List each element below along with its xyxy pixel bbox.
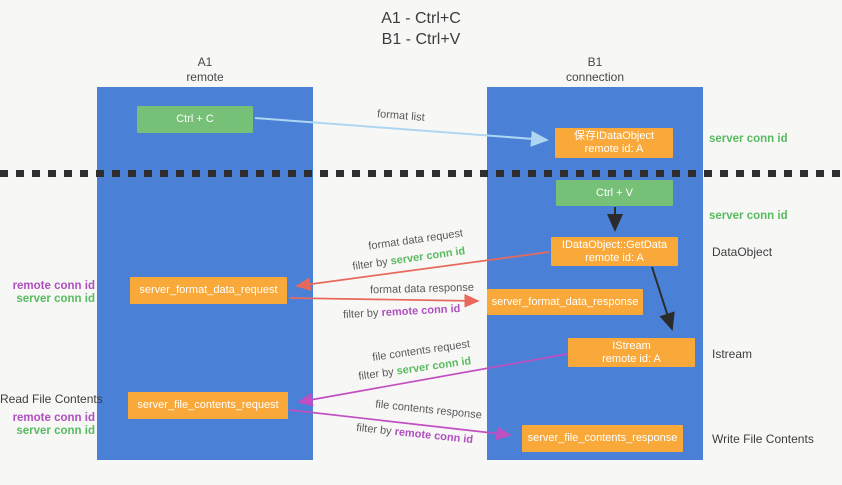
- arrow-file-contents-request: [297, 353, 568, 407]
- annotation-dataobject: DataObject: [712, 245, 772, 259]
- title-line-2: B1 - Ctrl+V: [381, 31, 461, 48]
- column-header-a1: A1 remote: [145, 55, 265, 85]
- node-server-format-data-request: server_format_data_request: [130, 277, 287, 304]
- node-getdata-line2: remote id: A: [585, 251, 644, 264]
- node-ctrl-c-label: Ctrl + C: [176, 113, 214, 125]
- node-save-idataobject-line1: 保存IDataObject: [573, 130, 655, 142]
- node-file-response-label: server_file_contents_response: [527, 432, 678, 444]
- annotation-text: remote conn id: [12, 412, 95, 424]
- diagram-title: A1 - Ctrl+C B1 - Ctrl+V: [0, 8, 842, 50]
- column-b1-name: B1: [587, 55, 603, 69]
- node-format-request-label: server_format_data_request: [139, 284, 278, 296]
- filter-prefix: filter by: [342, 307, 379, 322]
- annotation-text: Read File Contents: [0, 392, 103, 406]
- node-format-response-label: server_format_data_response: [491, 295, 639, 308]
- node-save-idataobject-line2: remote id: A: [584, 143, 644, 155]
- node-istream-line2: remote id: A: [602, 352, 661, 365]
- annotation-write-file-contents: Write File Contents: [712, 432, 814, 446]
- column-a1-subtitle: remote: [186, 70, 224, 84]
- annotation-istream: Istream: [712, 347, 752, 361]
- node-save-idataobject: 保存IDataObject remote id: A: [555, 128, 673, 158]
- title-line-1: A1 - Ctrl+C: [381, 10, 461, 27]
- node-idataobject-getdata: IDataObject::GetData remote id: A: [551, 237, 678, 266]
- node-ctrl-v: Ctrl + V: [556, 180, 673, 206]
- node-istream-line1: IStream: [612, 339, 651, 352]
- annotation-remote-conn-id-1: remote conn id: [0, 280, 95, 292]
- column-header-b1: B1 connection: [535, 55, 655, 85]
- annotation-remote-conn-id-2: remote conn id: [0, 412, 95, 424]
- column-b1-subtitle: connection: [565, 70, 625, 84]
- arrow-format-list: [254, 117, 549, 147]
- node-getdata-line1: IDataObject::GetData: [561, 238, 668, 251]
- node-server-file-contents-response: server_file_contents_response: [522, 425, 683, 452]
- phase-separator-dashed-line: [0, 170, 842, 177]
- arrow-format-data-response: [288, 293, 480, 308]
- annotation-text: server conn id: [709, 210, 788, 222]
- annotation-text: Istream: [712, 347, 753, 361]
- annotation-server-conn-id-top: server conn id: [709, 133, 788, 145]
- annotation-text: server conn id: [709, 133, 788, 145]
- arrow-file-contents-response: [289, 409, 512, 441]
- node-file-request-label: server_file_contents_request: [137, 399, 279, 411]
- annotation-server-conn-id-left-1: server conn id: [0, 293, 95, 305]
- annotation-text: remote conn id: [12, 280, 95, 292]
- annotation-text: Write File Contents: [712, 432, 814, 446]
- node-istream: IStream remote id: A: [568, 338, 695, 367]
- node-server-file-contents-request: server_file_contents_request: [128, 392, 288, 419]
- arrow-format-data-request: [295, 251, 550, 291]
- arrow-getdata-to-istream: [651, 266, 675, 331]
- annotation-text: server conn id: [16, 293, 95, 305]
- annotation-server-conn-id-left-2: server conn id: [0, 425, 95, 437]
- annotation-text: server conn id: [16, 425, 95, 437]
- node-ctrl-v-label: Ctrl + V: [596, 186, 633, 199]
- annotation-read-file-contents: Read File Contents: [0, 392, 103, 406]
- node-server-format-data-response: server_format_data_response: [487, 289, 643, 315]
- annotation-server-conn-id-mid: server conn id: [709, 210, 788, 222]
- column-a1-name: A1: [197, 55, 213, 69]
- annotation-text: DataObject: [712, 245, 773, 259]
- node-ctrl-c: Ctrl + C: [137, 106, 253, 133]
